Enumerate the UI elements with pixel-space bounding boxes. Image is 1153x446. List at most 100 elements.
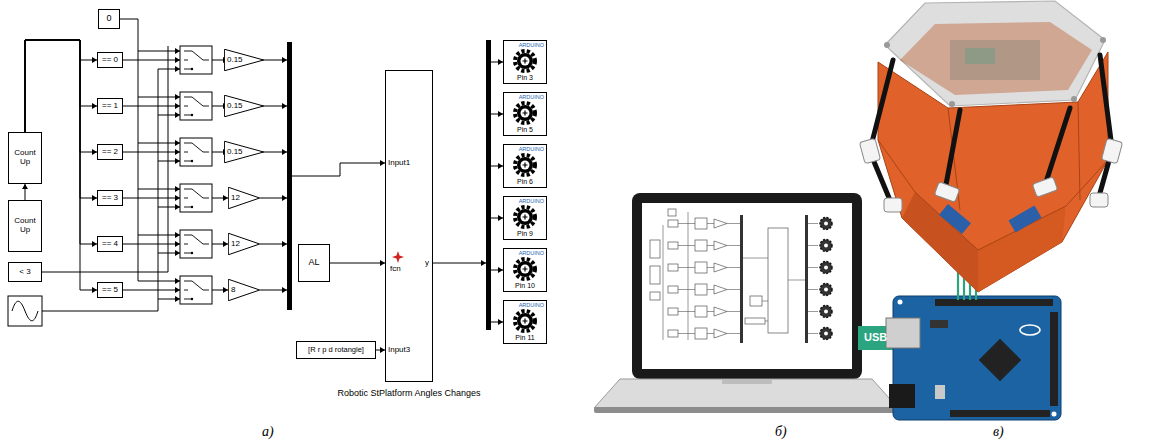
stewart-platform (1071, 96, 1077, 102)
arduino-board (886, 318, 920, 348)
gear-icon (523, 267, 528, 272)
signal-wires (260, 244, 287, 245)
block-label: Count Up (11, 149, 39, 167)
laptop (632, 193, 862, 379)
gear-icon (517, 261, 533, 277)
block-label: == 0 (102, 56, 118, 65)
constant-block: [R r p d rotangle] (296, 341, 376, 359)
gain-block: 0.15 (224, 95, 264, 117)
signal-wires (158, 299, 180, 300)
panel-letter: в) (993, 424, 1004, 439)
signal-line (25, 184, 26, 200)
servo-block: ARDUINO Pin 11 (503, 300, 547, 344)
servo-block: ARDUINOPin 3 (503, 40, 547, 84)
stewart-platform (1100, 55, 1112, 148)
gear-icon (523, 163, 528, 168)
screen-diagram (750, 296, 762, 306)
signal-wires (123, 106, 180, 107)
gain-triangle (224, 95, 263, 117)
signal-wires (491, 218, 503, 219)
brand-label: ARDUINO (519, 250, 544, 256)
stewart-platform (1090, 193, 1108, 207)
compare-block: < 3 (8, 262, 42, 282)
gain-block: 0.15 (224, 49, 264, 71)
switch-block (180, 46, 212, 74)
pin-label: Pin 9 (517, 230, 533, 238)
gear-icon (521, 265, 530, 274)
signal-wires (433, 263, 486, 264)
screen-diagram (650, 292, 660, 300)
arduino-board (1020, 325, 1040, 335)
signal-wires (260, 60, 287, 61)
signal-wires (138, 97, 180, 98)
laptop (642, 203, 852, 369)
laptop (722, 380, 772, 384)
gain-triangle (224, 49, 263, 71)
signal-wires (123, 290, 180, 291)
signal-wires (138, 189, 180, 190)
stewart-platform (1100, 37, 1106, 43)
brand-label: ARDUINO (519, 302, 544, 308)
brand-label: ARDUINO (519, 94, 544, 100)
brand-label: ARDUINO (519, 42, 544, 48)
screen-diagram (745, 318, 765, 324)
gear-icon (515, 311, 535, 331)
gear-icon (523, 59, 528, 64)
gear-icon (523, 111, 528, 116)
stewart-platform (949, 101, 955, 107)
arduino-board (935, 299, 1053, 306)
stewart-platform (1009, 205, 1042, 232)
stewart-platform (902, 192, 978, 292)
signal-line (330, 263, 385, 264)
sine-source (8, 296, 42, 326)
signal-wires (138, 143, 180, 144)
signal-wires (260, 290, 287, 291)
gear-icon (521, 57, 530, 66)
arduino-board (886, 296, 1061, 420)
screen-diagram (743, 258, 805, 321)
stewart-platform (870, 55, 1112, 205)
demux-bar (486, 40, 491, 330)
block-label: == 2 (102, 148, 118, 157)
signal-wires (212, 244, 228, 245)
servo-block: ARDUINOPin 6 (503, 144, 547, 188)
arduino-board (898, 300, 903, 305)
stewart-platform (859, 138, 880, 163)
signal-wires (42, 19, 503, 322)
laptop (594, 407, 898, 413)
gear-icon (515, 259, 535, 279)
arduino-board (893, 296, 1061, 420)
gear-icon (517, 53, 533, 69)
block-label: Count Up (11, 217, 39, 235)
block-label: 0.15 (227, 102, 243, 111)
arduino-board (889, 384, 915, 408)
signal-wires (123, 198, 180, 199)
signal-wires (491, 114, 503, 115)
gear-icon (517, 105, 533, 121)
signal-wires (260, 152, 287, 153)
panel-letter: б) (775, 424, 787, 439)
servo-block: ARDUINO Pin 5 (503, 92, 547, 136)
switch-block (180, 138, 212, 166)
gain-block: 8 (228, 279, 260, 301)
block-label: == 3 (102, 194, 118, 203)
screen-diagram (663, 225, 664, 340)
arduino-board (1050, 312, 1058, 406)
compare-block: == 2 (97, 144, 123, 160)
counter-block: Count Up (8, 132, 42, 184)
gain-triangle (228, 187, 259, 209)
signal-wires (158, 115, 180, 116)
signal-wires (491, 270, 503, 271)
signal-wires (212, 198, 228, 199)
gain-triangle (224, 141, 263, 163)
pin-label: Pin 11 (515, 334, 534, 342)
gear-icon (515, 103, 535, 123)
arduino-board (979, 339, 1021, 381)
stewart-platform (885, 1, 1105, 106)
block-label: == 1 (102, 102, 118, 111)
gear-icon (521, 109, 530, 118)
pin-label: Pin 5 (517, 126, 533, 134)
signal-wires (138, 51, 180, 52)
